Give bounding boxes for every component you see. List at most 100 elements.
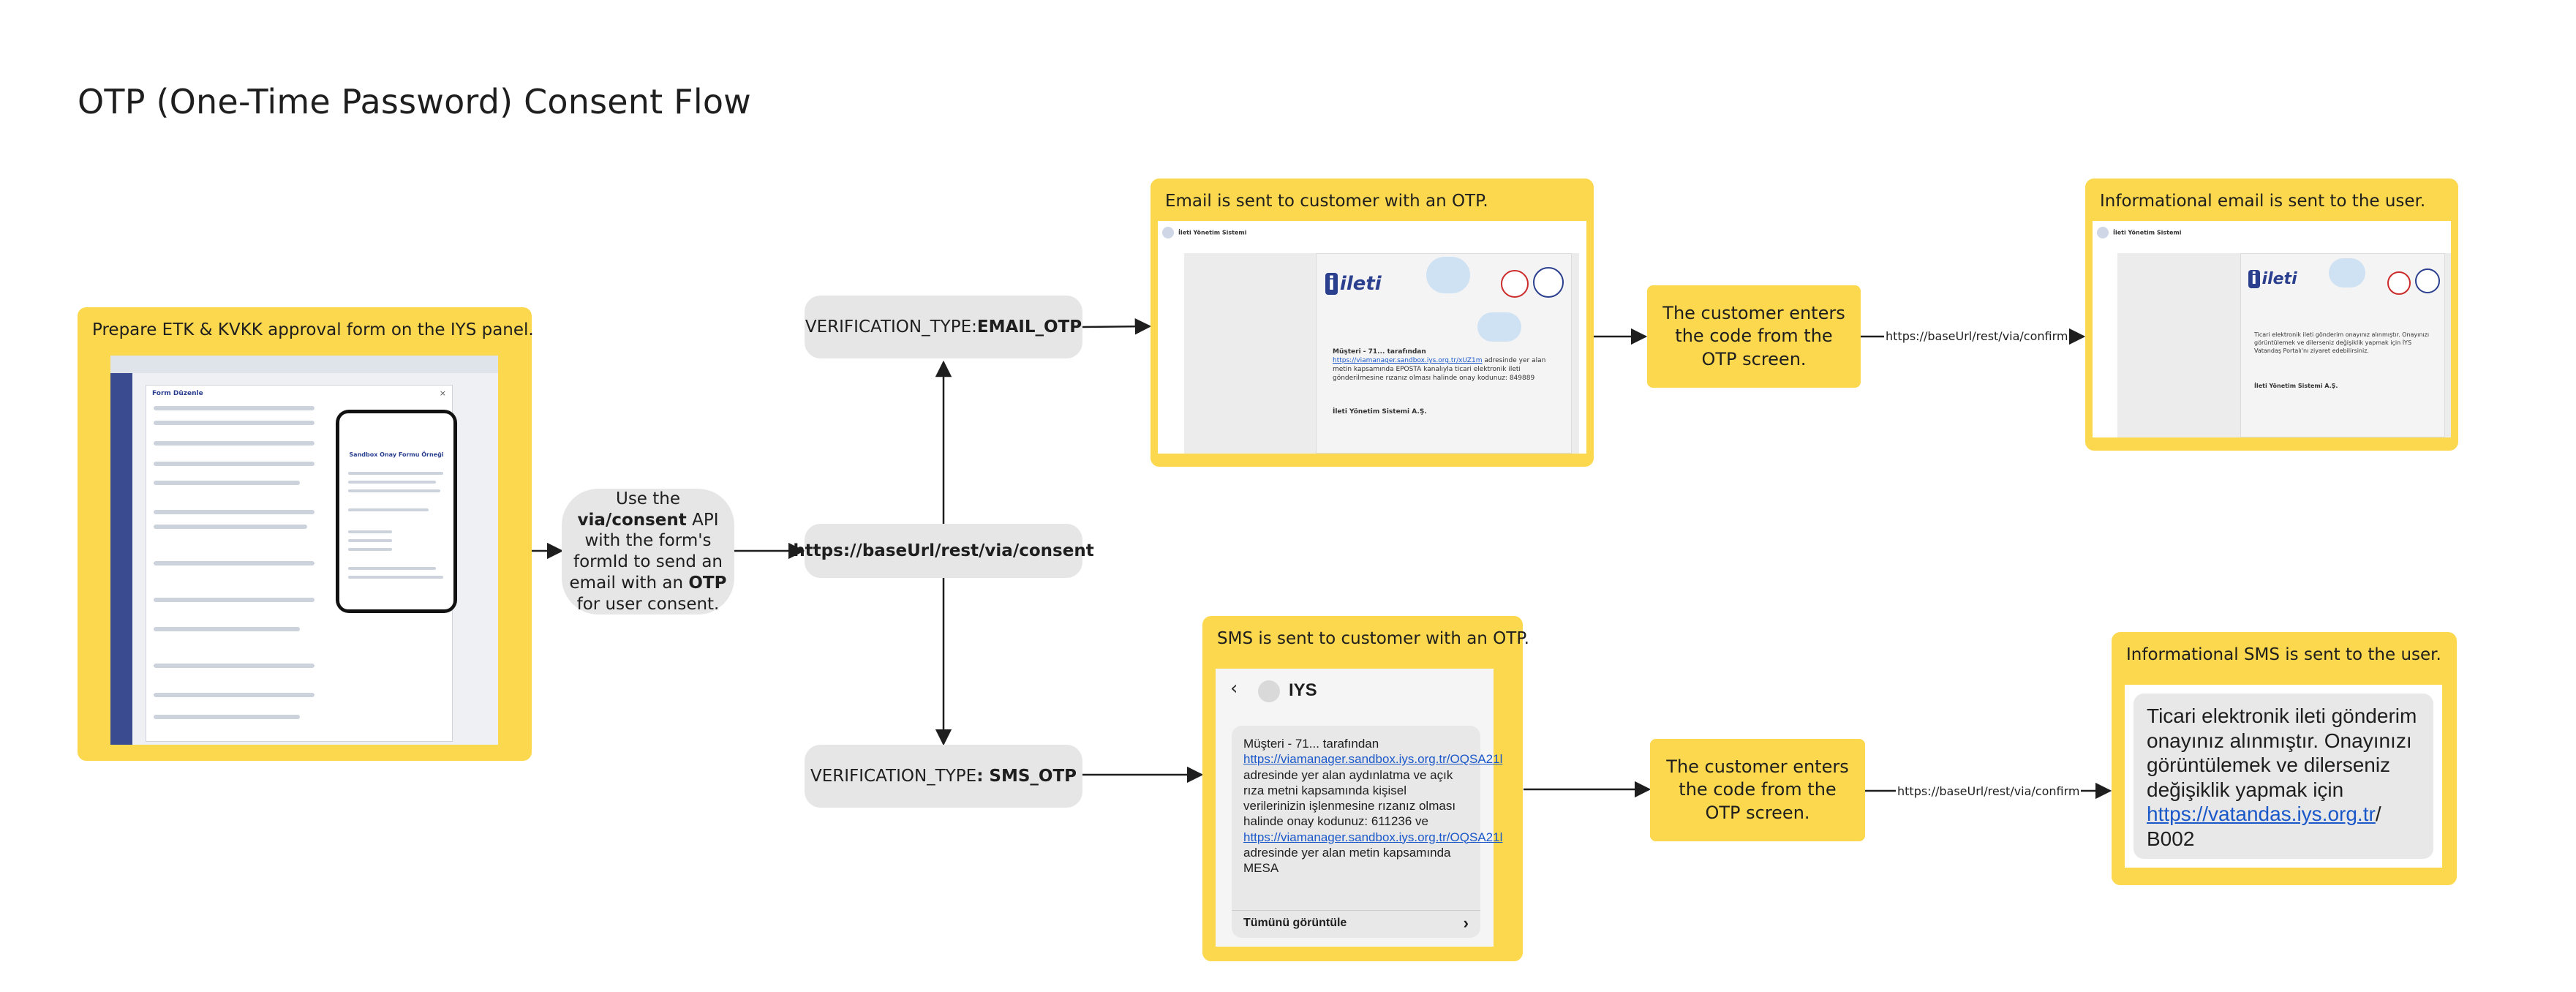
mail-header: İleti Yönetim Sistemi bbox=[1162, 227, 1246, 238]
consent-api-node: Use the via/consent API with the form's … bbox=[562, 489, 734, 615]
sms-screenshot: ‹ IYS Müşteri - 71... tarafından https:/… bbox=[1216, 669, 1502, 947]
edge-label-email-confirm: https://baseUrl/rest/via/confirm bbox=[1884, 329, 2070, 343]
mail-company: İleti Yönetim Sistemi A.Ş. bbox=[1333, 408, 1427, 416]
email-sent-frame: Email is sent to customer with an OTP. İ… bbox=[1150, 179, 1594, 467]
sms-otp-suffix: adresinde yer alan metin kapsamında MESA bbox=[1243, 845, 1451, 875]
mail-sender: İleti Yönetim Sistemi bbox=[1178, 229, 1247, 236]
mail-otp-text: Müşteri - 71... tarafından https://viama… bbox=[1333, 347, 1559, 383]
modal-close-icon: × bbox=[439, 388, 446, 398]
decorative-blob bbox=[1426, 257, 1470, 293]
info-sms-suffix: / B002 bbox=[2147, 803, 2381, 850]
phone-line bbox=[348, 567, 436, 570]
modal-field bbox=[154, 715, 300, 719]
info-email-frame: Informational email is sent to the user.… bbox=[2085, 179, 2458, 451]
sms-contact-name: IYS bbox=[1289, 680, 1317, 700]
sms-otp-prefix: Müşteri - 71... tarafından bbox=[1243, 737, 1379, 751]
modal-field bbox=[154, 481, 300, 485]
modal-field bbox=[154, 664, 315, 668]
consent-api-text: Use the via/consent API with the form's … bbox=[569, 489, 727, 615]
modal-field bbox=[154, 561, 315, 565]
consent-api-emphasis: via/consent bbox=[577, 510, 687, 530]
ileti-logo-mark: i bbox=[1325, 273, 1338, 295]
back-icon[interactable]: ‹ bbox=[1230, 677, 1238, 699]
ileti-logo-text: ileti bbox=[1339, 273, 1382, 295]
info-mail-company: İleti Yönetim Sistemi A.Ş. bbox=[2254, 383, 2338, 389]
modal-field bbox=[154, 627, 300, 631]
phone-line bbox=[348, 576, 443, 579]
info-mail-sender: İleti Yönetim Sistemi bbox=[2113, 229, 2182, 236]
info-sms-frame: Informational SMS is sent to the user. T… bbox=[2112, 632, 2457, 885]
edge-email-type-to-email-sent bbox=[1082, 317, 1152, 335]
consent-endpoint-label: https://baseUrl/rest/via/consent bbox=[793, 541, 1094, 560]
phone-line bbox=[348, 481, 436, 484]
sms-otp-bubble: Müşteri - 71... tarafından https://viama… bbox=[1232, 726, 1502, 938]
consent-text-middle: API with the form's formId to send an em… bbox=[569, 510, 723, 593]
email-sent-caption: Email is sent to customer with an OTP. bbox=[1165, 192, 1488, 211]
sms-otp-link-2[interactable]: https://viamanager.sandbox.iys.org.tr/OQ… bbox=[1243, 830, 1503, 844]
mail-otp-prefix: Müşteri - 71... tarafından bbox=[1333, 348, 1426, 356]
info-ileti-logo-text: ileti bbox=[2261, 270, 2297, 288]
chevron-right-icon: › bbox=[1463, 913, 1469, 932]
edge-label-sms-confirm: https://baseUrl/rest/via/confirm bbox=[1896, 784, 2082, 798]
see-all-label: Tümünü görüntüle bbox=[1243, 916, 1347, 929]
info-sms-bubble: Ticari elektronik ileti gönderim onayını… bbox=[2134, 694, 2433, 859]
sms-otp-middle: adresinde yer alan aydınlatma ve açık rı… bbox=[1243, 767, 1456, 829]
see-all-button[interactable]: Tümünü görüntüle › bbox=[1232, 910, 1480, 935]
info-government-seal-icon bbox=[2387, 271, 2411, 295]
prepare-form-caption: Prepare ETK & KVKK approval form on the … bbox=[92, 320, 534, 339]
modal-field bbox=[154, 441, 315, 446]
sms-type-prefix: VERIFICATION_TYPE bbox=[810, 767, 977, 786]
mail-otp-link[interactable]: https://viamanager.sandbox.iys.org.tr/xU… bbox=[1333, 357, 1483, 365]
modal-field bbox=[154, 598, 315, 602]
government-seal-icon bbox=[1501, 270, 1529, 298]
contact-avatar-icon bbox=[1258, 680, 1280, 702]
info-sms-caption: Informational SMS is sent to the user. bbox=[2126, 645, 2441, 664]
info-mail-header: İleti Yönetim Sistemi bbox=[2097, 227, 2181, 238]
modal-field bbox=[154, 693, 315, 697]
panel-sidebar bbox=[110, 373, 132, 745]
modal-field bbox=[154, 406, 315, 410]
consent-endpoint-node: https://baseUrl/rest/via/consent bbox=[793, 524, 1094, 578]
browser-bar bbox=[110, 356, 498, 373]
customer-enters-code-sms-label: The customer enters the code from the OT… bbox=[1666, 756, 1849, 823]
customer-enters-code-sms-node: The customer enters the code from the OT… bbox=[1650, 739, 1865, 841]
customer-enters-code-email-node: The customer enters the code from the OT… bbox=[1647, 285, 1861, 388]
phone-screen: Sandbox Onay Formu Örneği bbox=[339, 413, 453, 609]
email-type-prefix: VERIFICATION_TYPE: bbox=[805, 317, 977, 337]
btk-seal-icon bbox=[1533, 267, 1564, 298]
page-title: OTP (One-Time Password) Consent Flow bbox=[78, 82, 751, 121]
modal-title: Form Düzenle bbox=[152, 390, 203, 397]
sms-verification-type-node: VERIFICATION_TYPE: SMS_OTP bbox=[805, 745, 1082, 808]
info-sms-link[interactable]: https://vatandas.iys.org.tr bbox=[2147, 803, 2376, 826]
phone-line bbox=[348, 508, 429, 511]
prepare-form-frame: Prepare ETK & KVKK approval form on the … bbox=[78, 307, 534, 761]
info-email-caption: Informational email is sent to the user. bbox=[2100, 192, 2426, 211]
info-sender-avatar bbox=[2097, 227, 2109, 238]
phone-line bbox=[348, 548, 392, 551]
phone-line bbox=[348, 539, 392, 542]
phone-preview: Sandbox Onay Formu Örneği bbox=[336, 410, 457, 613]
modal-field bbox=[154, 462, 315, 466]
info-sms-prefix: Ticari elektronik ileti gönderim onayını… bbox=[2147, 704, 2417, 801]
sms-type-value: : SMS_OTP bbox=[976, 767, 1077, 786]
iys-panel-screenshot: Form Düzenle × Sandbox Onay Formu Örneği bbox=[110, 356, 498, 745]
sms-otp-link-1[interactable]: https://viamanager.sandbox.iys.org.tr/OQ… bbox=[1243, 752, 1503, 767]
consent-otp-emphasis: OTP bbox=[688, 573, 727, 593]
sender-avatar bbox=[1162, 227, 1174, 238]
email-verification-type-node: VERIFICATION_TYPE: EMAIL_OTP bbox=[805, 296, 1082, 358]
phone-form-title: Sandbox Onay Formu Örneği bbox=[349, 451, 444, 458]
modal-field bbox=[154, 525, 307, 529]
info-ileti-logo-mark: i bbox=[2248, 270, 2260, 288]
info-sms-screenshot: Ticari elektronik ileti gönderim onayını… bbox=[2125, 685, 2442, 868]
consent-text-before: Use the bbox=[615, 489, 681, 508]
sms-sent-frame: SMS is sent to customer with an OTP. ‹ I… bbox=[1202, 616, 1529, 961]
modal-field bbox=[154, 421, 315, 425]
phone-line bbox=[348, 530, 392, 533]
